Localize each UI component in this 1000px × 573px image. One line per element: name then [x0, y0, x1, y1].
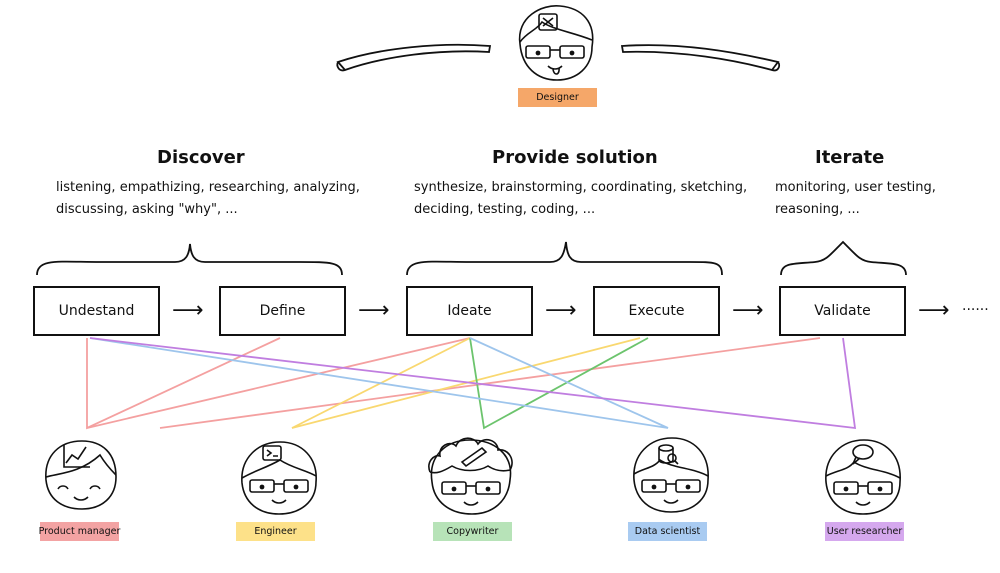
- designer-tag: Designer: [518, 88, 597, 107]
- stage-label: Execute: [628, 303, 685, 319]
- stage-define: Define: [219, 286, 346, 336]
- phase-desc-iterate: monitoring, user testing, reasoning, ...: [775, 177, 936, 221]
- role-tag-product-manager: Product manager: [38, 522, 121, 541]
- phase-desc-line: synthesize, brainstorming, coordinating,…: [414, 180, 748, 195]
- role-label: User researcher: [826, 526, 903, 537]
- phase-desc-provide-solution: synthesize, brainstorming, coordinating,…: [414, 177, 747, 221]
- phase-desc-line: discussing, asking "why", ...: [56, 202, 238, 217]
- role-tag-engineer: Engineer: [236, 522, 315, 541]
- phase-desc-line: listening, empathizing, researching, ana…: [56, 180, 360, 195]
- designer-label: Designer: [536, 92, 579, 103]
- engineer-avatar: [241, 441, 317, 515]
- role-connections: [86, 337, 857, 430]
- stage-label: Undestand: [58, 303, 135, 319]
- phase-braces: [36, 240, 907, 276]
- phase-title-provide-solution: Provide solution: [492, 147, 658, 168]
- role-label: Product manager: [38, 526, 121, 537]
- stage-understand: Undestand: [33, 286, 160, 336]
- arrow-right-icon: ⟶: [545, 298, 577, 323]
- phase-desc-line: reasoning, ...: [775, 202, 860, 217]
- user-researcher-avatar: [825, 439, 901, 515]
- phase-title-iterate: Iterate: [815, 147, 885, 168]
- stage-label: Validate: [814, 303, 871, 319]
- phase-desc-line: deciding, testing, coding, ...: [414, 202, 596, 217]
- designer-avatar: [518, 5, 594, 81]
- stage-execute: Execute: [593, 286, 720, 336]
- role-tag-copywriter: Copywriter: [433, 522, 512, 541]
- product-manager-avatar: [45, 440, 117, 510]
- stage-ideate: Ideate: [406, 286, 533, 336]
- data-scientist-avatar: [633, 437, 709, 513]
- continuation-dots: ······: [962, 302, 989, 318]
- role-label: Data scientist: [634, 526, 701, 537]
- designer-arcs: [336, 43, 781, 72]
- phase-title-discover: Discover: [157, 147, 245, 168]
- role-label: Copywriter: [446, 526, 499, 537]
- phase-desc-discover: listening, empathizing, researching, ana…: [56, 177, 360, 221]
- phase-desc-line: monitoring, user testing,: [775, 180, 936, 195]
- stage-label: Ideate: [447, 303, 492, 319]
- role-label: Engineer: [254, 526, 297, 537]
- arrow-right-icon: ⟶: [358, 298, 390, 323]
- arrow-right-icon: ⟶: [732, 298, 764, 323]
- role-tag-user-researcher: User researcher: [825, 522, 904, 541]
- stage-label: Define: [259, 303, 306, 319]
- arrow-right-icon: ⟶: [172, 298, 204, 323]
- role-tag-data-scientist: Data scientist: [628, 522, 707, 541]
- arrow-right-icon: ⟶: [918, 298, 950, 323]
- copywriter-avatar: [428, 437, 513, 515]
- stage-validate: Validate: [779, 286, 906, 336]
